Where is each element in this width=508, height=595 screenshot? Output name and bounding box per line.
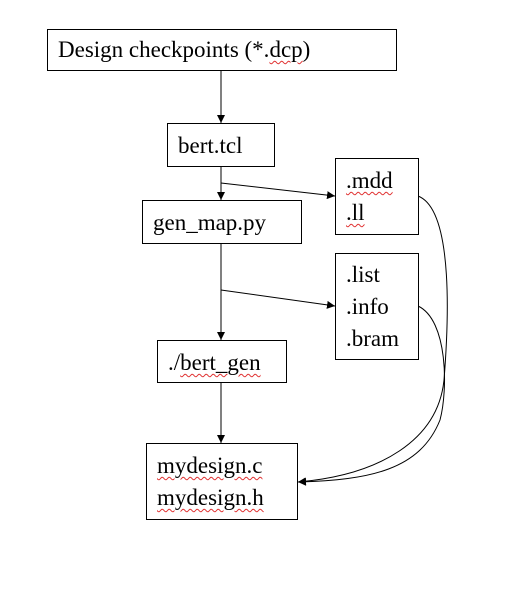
node-bert-gen: ./bert_gen — [157, 340, 287, 383]
arrow-gen-map-to-list-info-bram — [220, 289, 336, 309]
node-bert-gen-label: bert_gen — [180, 350, 261, 375]
node-gen-map-py-label: gen_map.py — [153, 210, 267, 235]
node-list-info-bram: .list .info .bram — [335, 253, 419, 360]
node-mdd-ll-line-2: .ll — [346, 200, 365, 225]
node-list-info-bram-line-3: .bram — [346, 326, 400, 351]
node-design-checkpoints-prefix: Design checkpoints (*. — [58, 37, 270, 62]
node-design-checkpoints: Design checkpoints (*.dcp) — [47, 29, 397, 71]
node-design-checkpoints-ext: dcp — [269, 37, 303, 62]
node-bert-tcl-label: bert.tcl — [178, 133, 243, 158]
node-bert-tcl: bert.tcl — [167, 123, 275, 167]
node-mydesign-line-1: mydesign.c — [157, 453, 263, 478]
node-design-checkpoints-suffix: ) — [302, 37, 311, 62]
node-mdd-ll-line-1: .mdd — [346, 168, 393, 193]
node-list-info-bram-line-1: .list — [346, 262, 380, 287]
node-mdd-ll: .mdd .ll — [335, 158, 419, 235]
arrow-bert-tcl-to-mdd-ll — [220, 182, 336, 200]
arrow-mdd-ll-to-mydesign — [297, 195, 448, 486]
node-list-info-bram-line-2: .info — [346, 294, 389, 319]
node-mydesign-line-2: mydesign.h — [157, 485, 264, 510]
node-gen-map-py: gen_map.py — [142, 200, 302, 244]
node-mydesign: mydesign.c mydesign.h — [146, 443, 298, 520]
node-bert-gen-prefix: ./ — [168, 350, 181, 375]
arrow-info-to-mydesign — [297, 305, 446, 486]
